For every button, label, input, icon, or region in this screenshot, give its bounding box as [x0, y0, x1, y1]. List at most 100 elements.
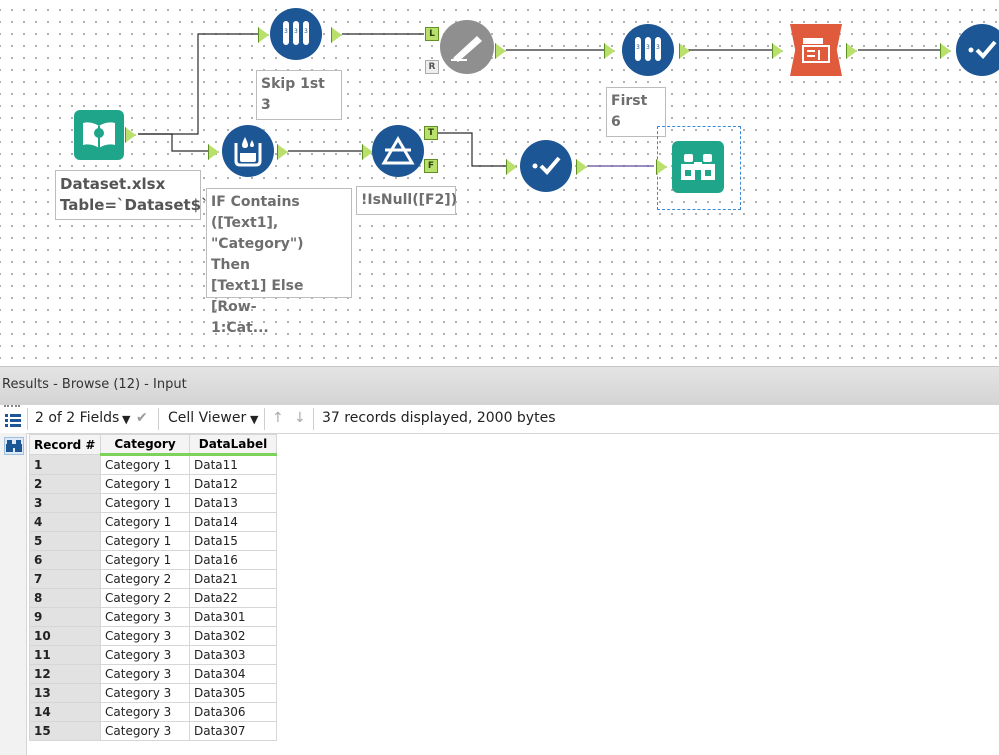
table-header-row: Record # Category DataLabel	[29, 434, 277, 456]
record-number-cell[interactable]: 7	[29, 569, 101, 589]
datalabel-cell[interactable]: Data22	[189, 588, 277, 608]
arrow-up-icon[interactable]: ↑	[272, 410, 284, 426]
category-cell[interactable]: Category 3	[100, 721, 190, 741]
datalabel-cell[interactable]: Data304	[189, 664, 277, 684]
datalabel-cell[interactable]: Data16	[189, 550, 277, 570]
category-cell[interactable]: Category 3	[100, 645, 190, 665]
column-header-category[interactable]: Category	[100, 434, 190, 456]
category-cell[interactable]: Category 3	[100, 626, 190, 646]
list-view-icon[interactable]	[5, 414, 21, 428]
browse-tool-selected[interactable]	[656, 126, 741, 210]
category-cell[interactable]: Category 1	[100, 493, 190, 513]
datalabel-cell[interactable]: Data305	[189, 683, 277, 703]
arrow-down-icon[interactable]: ↓	[294, 410, 306, 426]
anchor-F[interactable]: F	[424, 159, 438, 173]
datalabel-cell[interactable]: Data12	[189, 474, 277, 494]
record-info: 37 records displayed, 2000 bytes	[322, 410, 556, 426]
category-cell[interactable]: Category 3	[100, 607, 190, 627]
category-cell[interactable]: Category 2	[100, 569, 190, 589]
datalabel-cell[interactable]: Data15	[189, 531, 277, 551]
datalabel-cell[interactable]: Data306	[189, 702, 277, 722]
record-number-cell[interactable]: 14	[29, 702, 101, 722]
category-cell[interactable]: Category 1	[100, 531, 190, 551]
datalabel-cell[interactable]: Data14	[189, 512, 277, 532]
category-cell[interactable]: Category 3	[100, 683, 190, 703]
datalabel-cell[interactable]: Data13	[189, 493, 277, 513]
record-number-cell[interactable]: 10	[29, 626, 101, 646]
datalabel-cell[interactable]: Data11	[189, 454, 277, 475]
select-tool[interactable]	[520, 140, 572, 192]
browse-tool-top[interactable]	[956, 24, 999, 76]
annotation-input: Dataset.xlsx Table=`Dataset$`	[55, 170, 209, 220]
category-cell[interactable]: Category 1	[100, 454, 190, 475]
report-icon	[802, 38, 830, 63]
browse-tool[interactable]	[672, 141, 724, 193]
formula-tool[interactable]	[222, 125, 274, 177]
record-number-cell[interactable]: 8	[29, 588, 101, 608]
checkmark-icon[interactable]: ✔	[136, 410, 148, 426]
anchor-L[interactable]: L	[425, 27, 439, 41]
cell-viewer-selector[interactable]: Cell Viewer	[168, 410, 247, 426]
record-number-cell[interactable]: 5	[29, 531, 101, 551]
category-cell[interactable]: Category 3	[100, 702, 190, 722]
datalabel-cell[interactable]: Data307	[189, 721, 277, 741]
category-cell[interactable]: Category 1	[100, 512, 190, 532]
browse-input-anchor[interactable]	[656, 159, 667, 175]
dynamic-rename-tool[interactable]	[440, 20, 494, 74]
anchor-T[interactable]: T	[424, 126, 438, 140]
chevron-down-icon[interactable]: ▼	[250, 413, 259, 426]
wire-input-to-formula	[138, 133, 210, 152]
report-tool[interactable]	[790, 24, 842, 76]
column-header-datalabel[interactable]: DataLabel	[189, 434, 277, 456]
column-header-record[interactable]: Record #	[29, 434, 101, 455]
record-number-cell[interactable]: 9	[29, 607, 101, 627]
fields-selector[interactable]: 2 of 2 Fields	[35, 410, 120, 426]
record-number-cell[interactable]: 4	[29, 512, 101, 532]
binoculars-icon[interactable]	[4, 437, 24, 455]
filter-tool[interactable]	[372, 125, 424, 177]
record-number-cell[interactable]: 15	[29, 721, 101, 741]
check-icon	[968, 40, 997, 59]
record-number-cell[interactable]: 11	[29, 645, 101, 665]
record-number-cell[interactable]: 3	[29, 493, 101, 513]
category-cell[interactable]: Category 1	[100, 550, 190, 570]
datalabel-cell[interactable]: Data302	[189, 626, 277, 646]
datalabel-cell[interactable]: Data21	[189, 569, 277, 589]
chevron-down-icon[interactable]: ▼	[122, 413, 131, 426]
datalabel-cell[interactable]: Data303	[189, 645, 277, 665]
category-cell[interactable]: Category 2	[100, 588, 190, 608]
category-cell[interactable]: Category 3	[100, 664, 190, 684]
anchor-R[interactable]: R	[425, 60, 439, 74]
record-number-cell[interactable]: 12	[29, 664, 101, 684]
record-number-cell[interactable]: 13	[29, 683, 101, 703]
input-data-tool[interactable]	[74, 110, 124, 160]
record-number-cell[interactable]: 6	[29, 550, 101, 570]
category-cell[interactable]: Category 1	[100, 474, 190, 494]
binoculars-icon	[681, 154, 715, 180]
svg-text:3: 3	[646, 44, 650, 51]
record-number-cell[interactable]: 1	[29, 454, 101, 475]
record-number-cell[interactable]: 2	[29, 474, 101, 494]
datalabel-cell[interactable]: Data301	[189, 607, 277, 627]
